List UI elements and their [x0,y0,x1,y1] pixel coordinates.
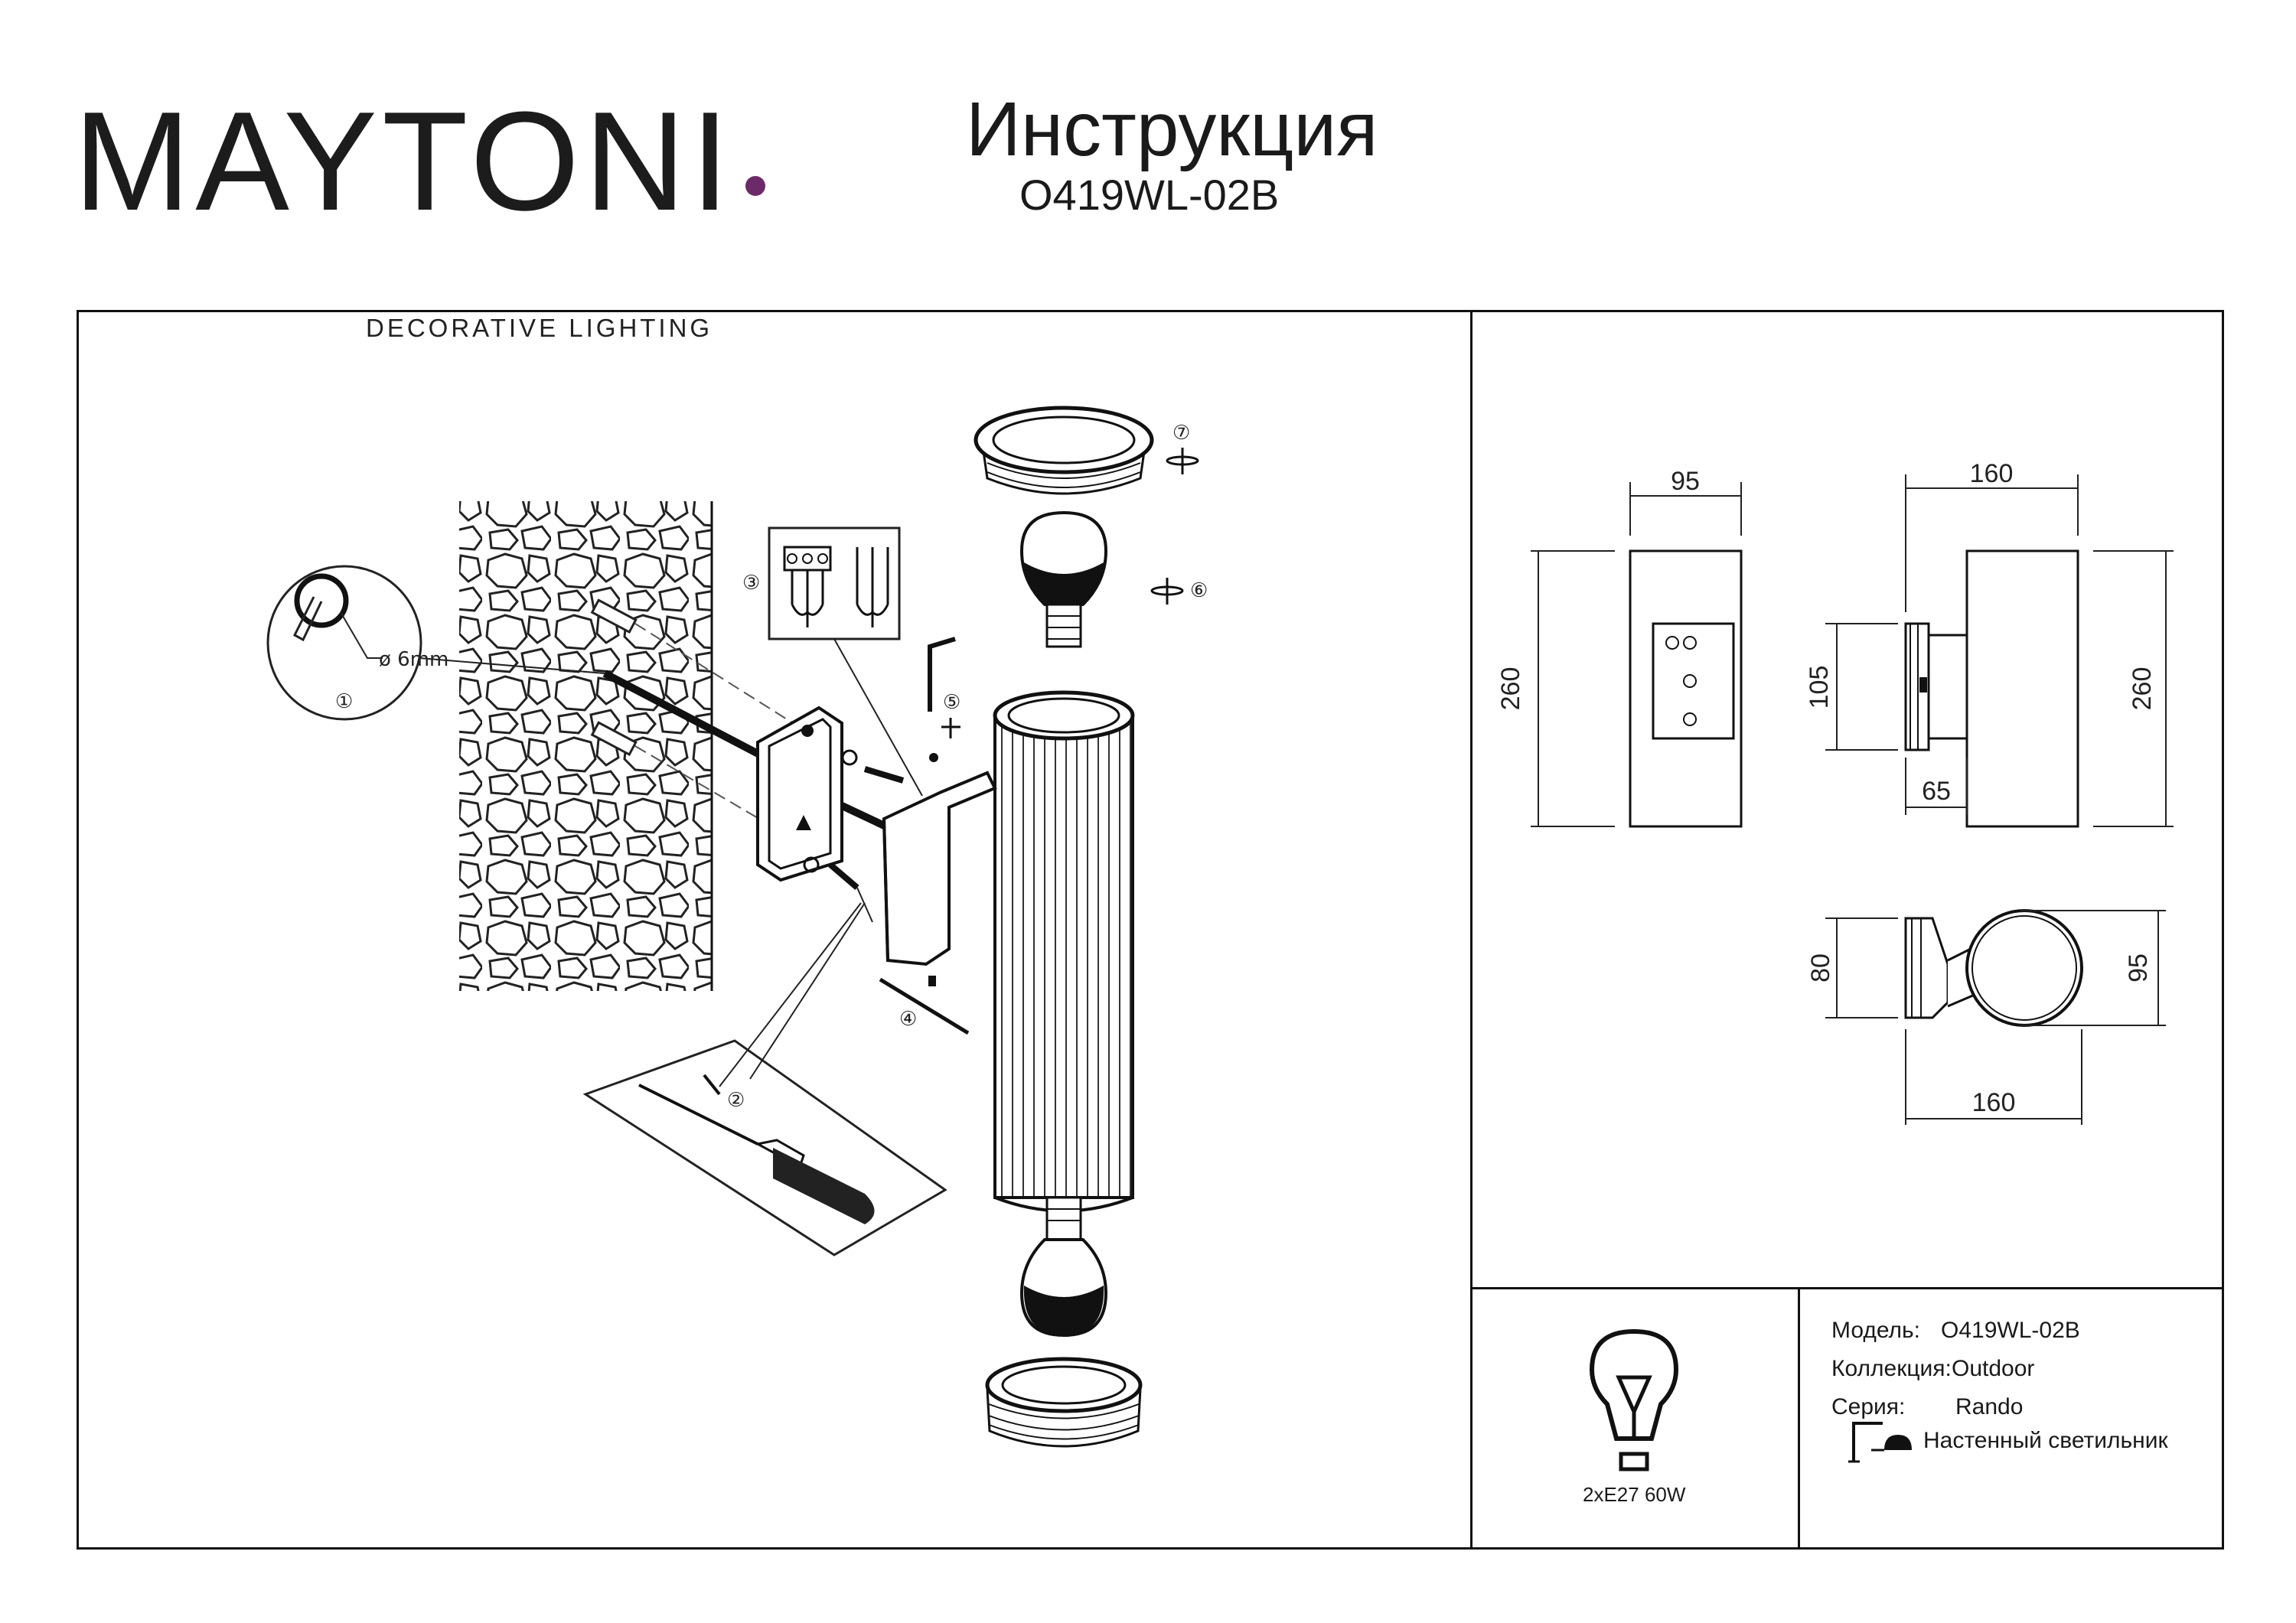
top-view: 80 95 160 [1806,909,2166,1125]
top-cap: ⑦ [974,406,1199,495]
collection-label: Коллекция: [1831,1356,1952,1381]
wall-bracket: ④ [879,753,997,1035]
lamp-cylinder [993,690,1135,1213]
divider-main [1470,310,1473,1550]
front-view: 95 260 [1496,467,1743,828]
dim-front-width: 95 [1671,467,1700,496]
model-value: O419WL-02B [1941,1318,2080,1343]
screwdriver-detail: ② [582,902,947,1256]
divider-info [1470,1287,2224,1289]
model-label: Модель: [1831,1318,1921,1343]
mounting-screws [828,766,905,923]
dim-top-width: 160 [1972,1088,2016,1117]
brand-logo: MAYTONI DECORATIVE LIGHTING [73,84,765,342]
step-4-label: ④ [899,1008,917,1031]
stone-wall [459,501,713,991]
model-code: O419WL-02B [1019,171,1280,219]
side-view: 160 260 105 65 [1805,459,2174,828]
divider-spec [1798,1287,1800,1550]
dim-mount-height: 105 [1805,666,1834,709]
dim-top-mount: 80 [1806,953,1835,983]
step-2-label: ② [727,1089,745,1112]
assembly-diagram: ø 6mm ① ② [266,406,1208,1448]
series-value: Rando [1955,1394,2024,1419]
dim-mount-depth: 65 [1922,777,1951,806]
brand-tagline: DECORATIVE LIGHTING [366,314,713,342]
step-5-label: ⑤ [943,691,960,714]
dim-side-height: 260 [2128,667,2157,711]
brand-dot-icon [745,176,765,196]
page-title: Инструкция [966,86,1378,172]
wiring-detail: ③ [742,526,923,797]
instruction-frame [77,310,2224,1550]
top-bulb: ⑥ [1019,510,1208,648]
bulb-spec: 2xE27 60W [1583,1483,1686,1506]
bulb-icon [1589,1328,1679,1471]
step-1-label: ① [335,690,353,713]
bottom-cap [985,1357,1143,1448]
mounting-plate [756,706,858,882]
collection-value: Outdoor [1952,1356,2035,1381]
step-7-label: ⑦ [1172,422,1190,445]
series-label: Серия: [1831,1394,1906,1419]
dim-front-height: 260 [1496,667,1525,711]
allen-key: ⑤ [928,637,960,738]
dim-top-diameter: 95 [2124,953,2153,983]
wall-lamp-icon [1848,1422,1912,1463]
type-value: Настенный светильник [1923,1428,2168,1453]
brand-name: MAYTONI [73,82,735,240]
step-6-label: ⑥ [1190,579,1208,602]
dim-side-width: 160 [1970,459,2014,488]
bottom-bulb [1019,1196,1108,1338]
step-3-label: ③ [742,572,760,595]
drill-detail: ø 6mm ① [266,565,605,721]
